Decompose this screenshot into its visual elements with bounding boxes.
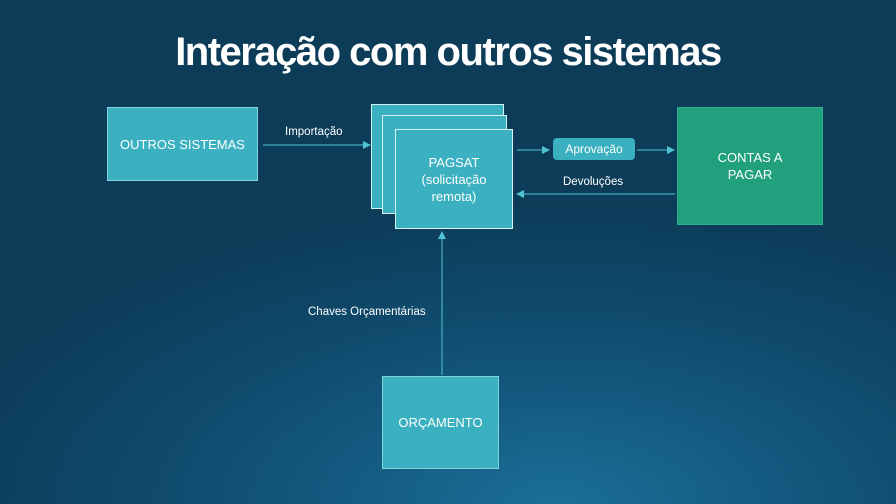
importacao-label: Importação — [285, 126, 343, 138]
contas-a-pagar-label: CONTAS A PAGAR — [717, 150, 783, 182]
pagsat-box: PAGSAT (solicitação remota) — [395, 129, 513, 229]
devolucoes-label: Devoluções — [563, 176, 624, 188]
chaves-orcamentarias-label: Chaves Orçamentárias — [308, 306, 426, 318]
orcamento-box: ORÇAMENTO — [382, 376, 499, 469]
outros-sistemas-box: OUTROS SISTEMAS — [107, 107, 258, 181]
slide-title: Interação com outros sistemas — [175, 30, 722, 74]
contas-a-pagar-box: CONTAS A PAGAR — [677, 107, 823, 225]
orcamento-label: ORÇAMENTO — [398, 415, 483, 430]
aprovacao-label: Aprovação — [565, 142, 623, 156]
aprovacao-badge: Aprovação — [553, 138, 635, 160]
outros-sistemas-label: OUTROS SISTEMAS — [120, 136, 245, 152]
pagsat-label: PAGSAT (solicitação remota) — [421, 154, 487, 204]
